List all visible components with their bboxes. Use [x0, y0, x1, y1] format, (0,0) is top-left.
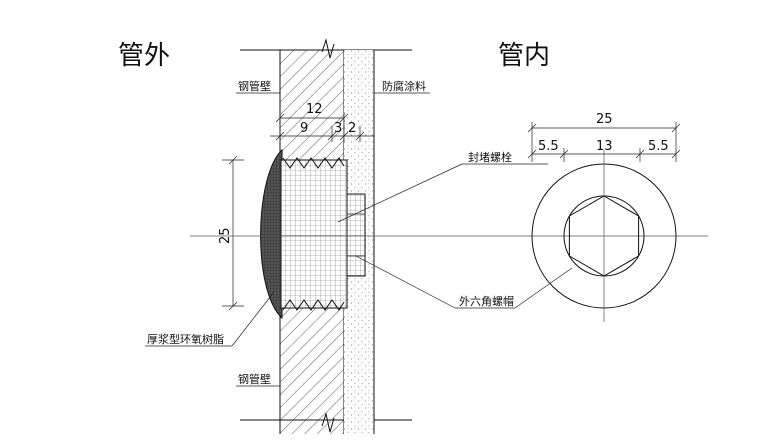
epoxy-coating	[260, 148, 283, 320]
anticorrosion-label: 防腐涂料	[382, 79, 426, 93]
cap-diameter-value: 25	[596, 112, 613, 127]
steel-pipe-wall	[240, 49, 412, 434]
steel-wall-bottom-label: 钢管壁	[238, 372, 271, 386]
total-depth-value: 12	[306, 102, 323, 117]
break-lines	[321, 38, 335, 433]
cap-margin-left-value: 5.5	[538, 139, 559, 154]
epoxy-label: 厚浆型环氧树脂	[147, 332, 224, 346]
outside-title: 管外	[118, 41, 170, 71]
left-labels: 钢管壁 钢管壁 厚浆型环氧树脂	[145, 79, 280, 387]
hex-width-value: 13	[596, 139, 613, 154]
gap-depth-value: 3	[334, 121, 342, 136]
steel-wall-top-label: 钢管壁	[238, 79, 271, 93]
right-labels: 防腐涂料 封堵螺栓 外六角螺帽	[337, 79, 573, 309]
hex-cap-label: 外六角螺帽	[459, 295, 514, 308]
cap-margin-right-value: 5.5	[648, 139, 669, 154]
coating-depth-value: 2	[348, 121, 356, 136]
bolt-height-value: 25	[218, 227, 233, 244]
thread-depth-value: 9	[300, 121, 308, 136]
cap-end-view	[531, 150, 677, 322]
plug-bolt-label: 封堵螺栓	[468, 150, 512, 164]
inside-title: 管内	[498, 41, 550, 71]
depth-dimensions: 12 9 3 2	[270, 102, 374, 142]
plug-bolt-body	[280, 157, 366, 311]
bolt-height-dimension: 25	[218, 155, 244, 311]
cap-dimensions: 25 5.5 13 5.5	[527, 112, 681, 162]
